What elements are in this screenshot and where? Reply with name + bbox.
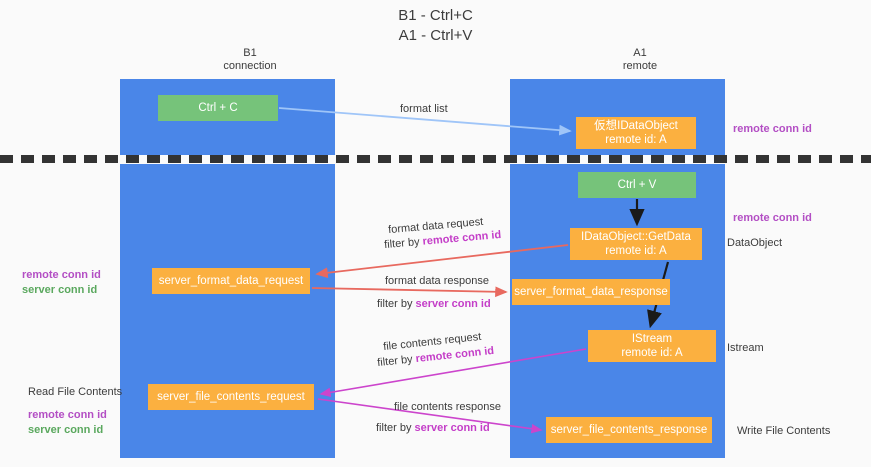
filter-prefix-1: filter by: [383, 235, 424, 252]
edge-label-format-list: format list: [400, 103, 448, 115]
note-remote-conn-id-left-2: remote conn id: [28, 409, 107, 421]
column-header-b1: B1 connection: [223, 47, 277, 72]
filter-prefix-2: filter by: [377, 298, 416, 310]
node-idataobject-getdata[interactable]: IDataObject::GetData remote id: A: [570, 228, 702, 260]
note-istream: Istream: [727, 342, 764, 354]
page-title: B1 - Ctrl+C A1 - Ctrl+V: [398, 7, 473, 44]
note-write-file-contents: Write File Contents: [737, 425, 831, 437]
node-istream[interactable]: IStream remote id: A: [588, 330, 716, 362]
edge-label-filter-server-conn-id-1: filter by server conn id: [377, 297, 491, 311]
note-remote-conn-id-mid: remote conn id: [733, 212, 812, 224]
lane-a1-bottom: [510, 164, 725, 458]
node-server-format-data-response[interactable]: server_format_data_response: [512, 279, 670, 305]
edge-label-file-contents-response: file contents response: [394, 401, 502, 413]
note-server-conn-id-left-1: server conn id: [22, 284, 98, 296]
edge-label-filter-server-conn-id-2: filter by server conn id: [376, 421, 490, 435]
filter-key-server-conn-id-2: server conn id: [414, 422, 490, 434]
edge-label-format-data-response: format data response: [385, 275, 489, 287]
note-dataobject: DataObject: [727, 237, 783, 249]
note-remote-conn-id-top: remote conn id: [733, 123, 812, 135]
node-virtual-dataobject[interactable]: 仮想IDataObject remote id: A: [576, 117, 696, 149]
lane-b1-bottom: [120, 164, 335, 458]
node-ctrl-c[interactable]: Ctrl + C: [158, 95, 278, 121]
filter-prefix-3: filter by: [376, 353, 417, 370]
filter-prefix-4: filter by: [376, 422, 415, 434]
note-conn-id-group-1: remote conn id server conn id: [22, 268, 101, 298]
node-server-format-data-request[interactable]: server_format_data_request: [152, 268, 310, 294]
node-ctrl-v[interactable]: Ctrl + V: [578, 172, 696, 198]
node-server-file-contents-request[interactable]: server_file_contents_request: [148, 384, 314, 410]
note-conn-id-group-2: Read File Contents remote conn id server…: [28, 385, 122, 438]
node-server-file-contents-response[interactable]: server_file_contents_response: [546, 417, 712, 443]
note-remote-conn-id-left-1: remote conn id: [22, 269, 101, 281]
note-read-file-contents: Read File Contents: [28, 386, 123, 398]
column-header-a1: A1 remote: [622, 47, 658, 72]
arrow-format-data-response: [311, 286, 508, 298]
dashed-divider: [0, 155, 871, 163]
note-server-conn-id-left-2: server conn id: [28, 424, 104, 436]
filter-key-server-conn-id-1: server conn id: [415, 298, 491, 310]
